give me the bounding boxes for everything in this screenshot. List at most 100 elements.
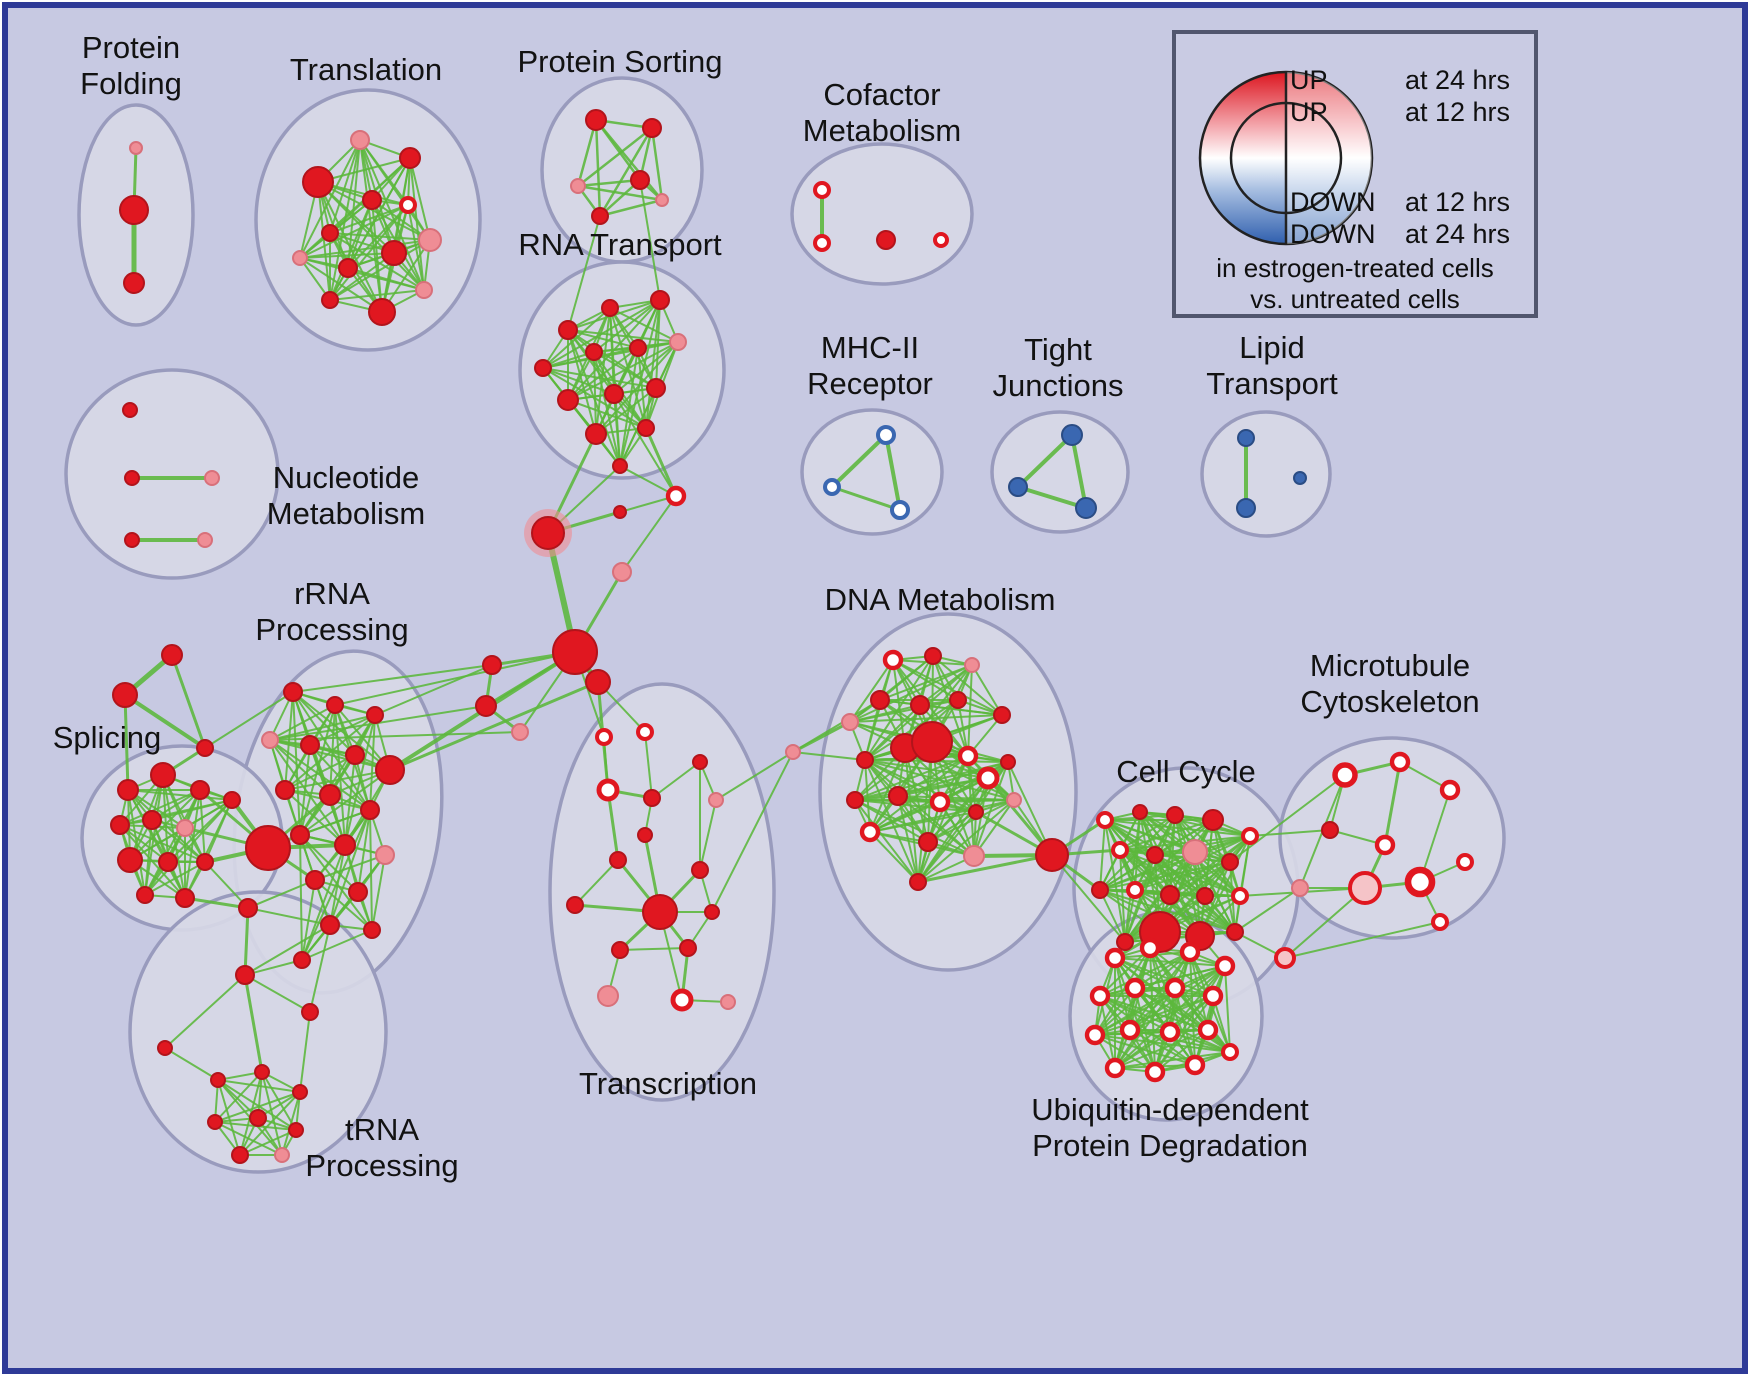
edge — [613, 341, 679, 395]
node-136 — [911, 721, 953, 763]
node-70 — [275, 780, 295, 800]
edge — [381, 239, 431, 313]
edge — [1099, 889, 1236, 933]
edge — [1094, 987, 1176, 1036]
node-170 — [1439, 779, 1461, 801]
node-161 — [1160, 885, 1180, 905]
edge — [204, 861, 249, 909]
edge — [849, 659, 894, 723]
node-28 — [650, 290, 670, 310]
edge — [919, 704, 1003, 716]
edge — [269, 714, 376, 741]
edge — [864, 699, 881, 761]
node-12 — [418, 228, 442, 252]
edge — [123, 693, 130, 792]
node-94 — [136, 886, 154, 904]
edge — [621, 495, 677, 573]
edge — [292, 664, 493, 693]
edge — [347, 139, 361, 269]
node-75 — [375, 845, 395, 865]
node-193 — [1184, 1054, 1206, 1076]
edge — [927, 799, 1015, 843]
edge — [1094, 987, 1136, 1036]
edge — [1134, 951, 1191, 989]
node-115 — [642, 894, 678, 930]
edge — [347, 204, 409, 269]
edge — [299, 252, 395, 259]
node-134 — [856, 751, 874, 769]
node-49 — [124, 470, 140, 486]
legend-up-24-time: at 24 hrs — [1404, 65, 1510, 95]
edge — [595, 387, 657, 435]
cluster-label-ubiquitin-degradation: Ubiquitin-dependent — [1031, 1092, 1309, 1127]
edge — [715, 751, 794, 801]
edge — [184, 799, 233, 899]
node-120 — [597, 985, 619, 1007]
node-87 — [223, 791, 241, 809]
node-162 — [1196, 887, 1214, 905]
cluster-label-mhc-ii-receptor: MHC-II — [821, 330, 919, 365]
node-148 — [909, 873, 927, 891]
edge — [1099, 995, 1116, 1069]
edge — [1194, 851, 1236, 933]
node-124 — [637, 827, 653, 843]
node-179 — [1104, 947, 1126, 969]
edge — [864, 655, 934, 761]
node-185 — [1164, 977, 1186, 999]
node-174 — [1404, 866, 1436, 898]
edge — [917, 799, 1015, 883]
node-47 — [1293, 471, 1307, 485]
edge — [854, 799, 929, 843]
edge — [849, 699, 959, 723]
node-147 — [963, 845, 985, 867]
edge — [371, 199, 383, 313]
node-92 — [158, 852, 178, 872]
node-183 — [1089, 985, 1111, 1007]
node-142 — [929, 791, 951, 813]
edge — [1114, 1029, 1209, 1069]
node-100 — [301, 1003, 319, 1021]
cluster-label-transcription: Transcription — [579, 1066, 757, 1101]
edge — [971, 664, 1003, 716]
cluster-label-microtubule-cytoskeleton: Cytoskeleton — [1300, 684, 1479, 719]
edge — [869, 831, 919, 883]
edge — [334, 704, 346, 846]
cluster-label-translation: Translation — [290, 52, 442, 87]
edge — [869, 801, 941, 833]
node-24 — [876, 230, 896, 250]
edge — [371, 854, 386, 931]
edge — [164, 1047, 219, 1081]
node-86 — [190, 780, 210, 800]
node-180 — [1139, 937, 1161, 959]
node-105 — [249, 1109, 267, 1127]
node-190 — [1197, 1019, 1219, 1041]
edge — [879, 655, 934, 701]
node-53 — [665, 485, 687, 507]
edge — [854, 799, 919, 883]
cluster-label-lipid-transport: Transport — [1206, 366, 1338, 401]
cluster-label-nucleotide-metabolism: Metabolism — [267, 496, 426, 531]
edge — [199, 789, 206, 863]
edge — [1129, 995, 1214, 1031]
edge — [1124, 851, 1196, 943]
node-56 — [612, 562, 632, 582]
node-66 — [261, 731, 279, 749]
node-151 — [1132, 804, 1148, 820]
node-17 — [642, 118, 662, 138]
edge — [369, 809, 373, 931]
node-121 — [670, 988, 694, 1012]
cluster-label-tight-junctions: Junctions — [993, 368, 1124, 403]
legend-row-up-12: UP at 12 hrs — [1176, 97, 1534, 127]
node-31 — [629, 339, 647, 357]
node-58 — [585, 669, 611, 695]
edge — [1094, 1034, 1231, 1053]
node-16 — [585, 109, 607, 131]
node-106 — [288, 1122, 304, 1138]
node-80 — [293, 951, 311, 969]
node-29 — [534, 359, 552, 377]
edge — [830, 485, 902, 512]
edge — [917, 741, 933, 883]
node-113 — [708, 792, 724, 808]
